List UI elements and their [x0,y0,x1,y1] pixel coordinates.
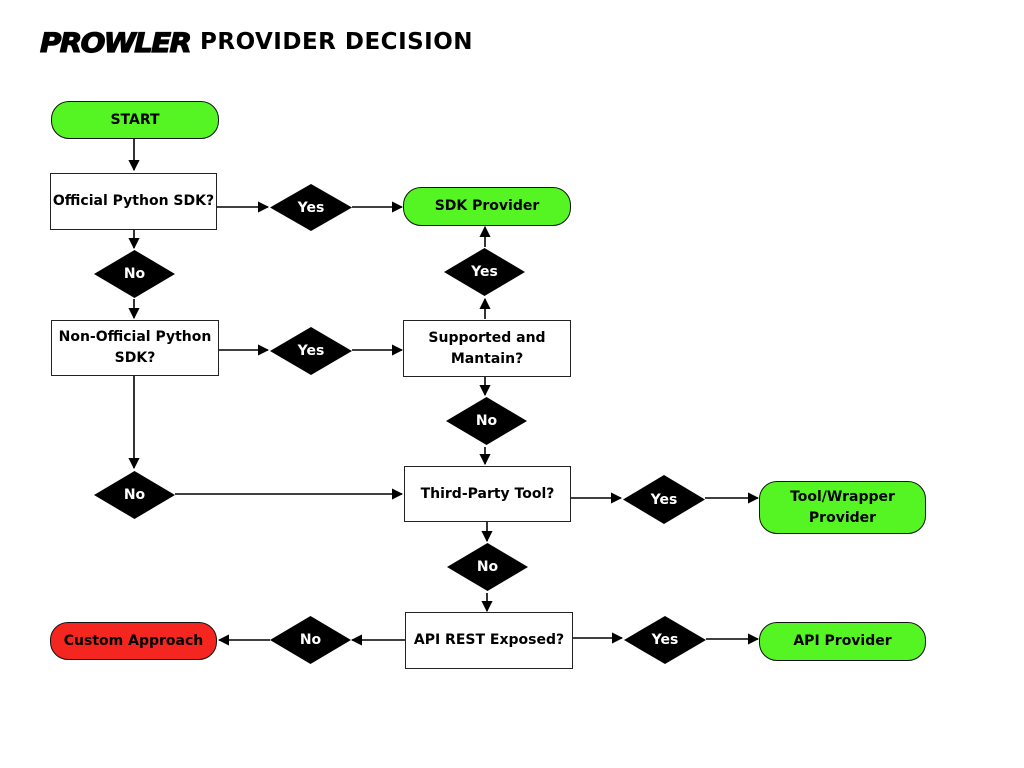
decision-nonofficial-yes: Yes [270,327,352,375]
decision-label: No [476,559,499,575]
decision-api-yes: Yes [624,616,706,664]
official-sdk-node: Official Python SDK? [50,173,217,230]
decision-supported-no: No [446,397,527,445]
decision-label: No [299,632,322,648]
decision-label: Yes [297,343,325,359]
decision-label: Yes [651,632,679,648]
decision-nonofficial-no: No [94,471,175,519]
page-title: PROVIDER DECISION [200,29,474,55]
third-party-tool-node: Third-Party Tool? [404,466,571,522]
decision-label: Yes [471,264,498,280]
prowler-logo: PROWLER [39,27,192,59]
decision-thirdparty-yes: Yes [623,475,705,524]
decision-official-no: No [94,250,175,298]
decision-thirdparty-no: No [447,543,528,591]
supported-maintained-node: Supported and Mantain? [403,320,571,377]
non-official-sdk-node: Non-Official Python SDK? [51,320,219,376]
decision-supported-yes: Yes [444,248,525,296]
decision-api-no: No [270,616,351,664]
decision-label: No [123,487,146,503]
sdk-provider-node: SDK Provider [403,187,571,226]
start-node: START [51,101,219,139]
decision-official-yes: Yes [270,184,352,231]
custom-approach-node: Custom Approach [50,622,217,660]
decision-label: Yes [650,491,678,508]
api-rest-exposed-node: API REST Exposed? [405,612,573,669]
page-header: PROWLER [39,26,192,60]
decision-label: No [475,413,498,429]
decision-label: Yes [297,199,325,216]
decision-label: No [123,266,146,282]
api-provider-node: API Provider [759,622,926,661]
tool-wrapper-provider-node: Tool/Wrapper Provider [759,481,926,534]
